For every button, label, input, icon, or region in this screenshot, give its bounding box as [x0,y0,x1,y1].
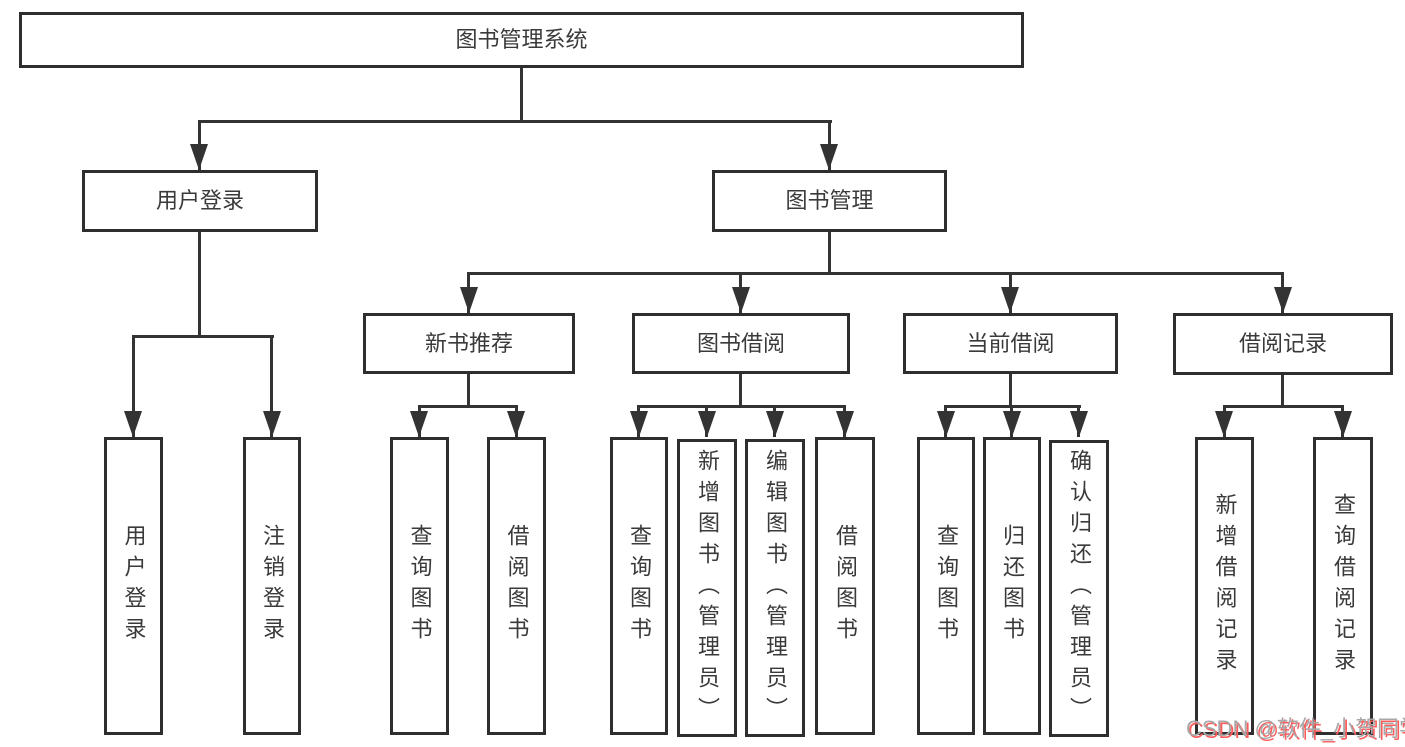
node-book-borrowing: 图书借阅 [632,313,850,374]
connector-user-login-split [132,335,274,338]
arrow-down-cb-return-books [1003,411,1021,437]
connector-root-split [198,120,832,123]
node-new-book-recommend: 新书推荐 [363,313,575,374]
arrow-down-cb-confirm-return [1070,411,1088,437]
leaf-nbr-borrow-books: 借阅图书 [487,437,546,735]
leaf-cb-return-books: 归还图书 [983,437,1041,735]
leaf-logout-label: 注销登录 [260,524,285,648]
node-user-login: 用户登录 [82,170,318,232]
leaf-bb-borrow-books: 借阅图书 [815,437,875,735]
leaf-cb-return-books-label: 归还图书 [1000,524,1025,648]
leaf-user-login-label: 用户登录 [121,524,147,648]
connector-root-trunk [520,68,523,120]
arrow-down-bb-query-books [630,411,648,437]
arrow-down-bb-add-books [698,411,716,437]
connector-br-trunk [1281,374,1284,405]
arrow-down-user-login [190,144,208,170]
leaf-br-query-record: 查询借阅记录 [1313,437,1373,735]
leaf-cb-query-books: 查询图书 [917,437,975,735]
leaf-nbr-query-books-label: 查询图书 [407,524,433,648]
node-current-borrowing: 当前借阅 [903,313,1118,374]
leaf-br-add-record: 新增借阅记录 [1195,437,1254,735]
csdn-watermark: CSDN @软件_小贺同学 [1186,716,1405,741]
connector-bb-trunk [739,374,742,405]
leaf-user-login: 用户登录 [104,437,163,735]
arrow-down-cb-query-books [937,411,955,437]
leaf-bb-borrow-books-label: 借阅图书 [833,524,858,648]
node-borrowing-records: 借阅记录 [1173,313,1393,375]
arrow-down-borrowing-records [1274,287,1292,313]
node-user-login-label: 用户登录 [155,188,244,213]
leaf-cb-query-books-label: 查询图书 [934,524,959,648]
connector-user-login-trunk [198,232,201,335]
arrow-down-book-borrowing [732,287,750,313]
connector-br-split [1223,405,1344,408]
arrow-down-bb-edit-books [766,411,784,437]
node-library-management-system-label: 图书管理系统 [455,27,588,52]
arrow-down-nbr-borrow-books [507,411,525,437]
leaf-logout: 注销登录 [243,437,301,735]
node-current-borrowing-label: 当前借阅 [966,330,1055,356]
arrow-down-new-book-recommend [460,287,478,313]
arrow-down-leaf-user-login [124,411,142,437]
connector-book-management-trunk [828,232,831,272]
node-book-management-label: 图书管理 [785,188,874,213]
node-book-management: 图书管理 [712,170,947,232]
leaf-bb-query-books-label: 查询图书 [627,524,652,648]
connector-nbr-trunk [467,374,470,405]
connector-stem-leaf-logout [270,335,273,437]
connector-book-management-split [468,272,1284,275]
leaf-br-query-record-label: 查询借阅记录 [1331,493,1356,679]
arrow-down-current-borrowing [1001,287,1019,313]
leaf-nbr-query-books: 查询图书 [390,437,449,735]
arrow-down-nbr-query-books [410,411,428,437]
connector-nbr-split [418,405,518,408]
arrow-down-br-add-record [1215,411,1233,437]
leaf-bb-add-books-admin: 新增图书（管理员） [677,439,737,737]
leaf-bb-add-books-admin-label: 新增图书（管理员） [695,448,720,728]
arrow-down-br-query-record [1334,411,1352,437]
leaf-bb-edit-books-admin-label: 编辑图书（管理员） [763,448,788,728]
connector-stem-leaf-user-login [132,335,135,437]
leaf-bb-edit-books-admin: 编辑图书（管理员） [745,439,805,737]
node-borrowing-records-label: 借阅记录 [1238,331,1327,356]
arrow-down-book-management [820,144,838,170]
arrow-down-bb-borrow-books [836,411,854,437]
arrow-down-leaf-logout [263,411,281,437]
leaf-nbr-borrow-books-label: 借阅图书 [504,524,530,648]
node-library-management-system: 图书管理系统 [19,12,1024,68]
node-new-book-recommend-label: 新书推荐 [424,330,513,356]
connector-bb-split [637,405,846,408]
leaf-bb-query-books: 查询图书 [610,437,668,735]
leaf-cb-confirm-return-admin-label: 确认归还（管理员） [1067,449,1092,728]
leaf-br-add-record-label: 新增借阅记录 [1212,493,1238,679]
connector-cb-trunk [1009,374,1012,405]
leaf-cb-confirm-return-admin: 确认归还（管理员） [1049,440,1109,737]
node-book-borrowing-label: 图书借阅 [696,330,785,356]
